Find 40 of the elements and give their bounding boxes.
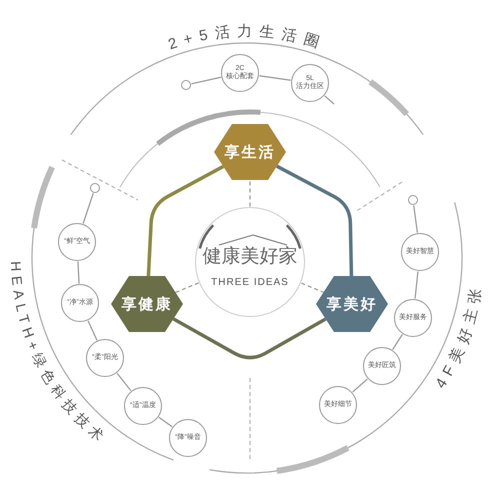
circle-node [221,54,259,92]
circle-node [86,339,124,377]
connector-line [88,320,98,340]
node-label: 享健康 [122,294,172,314]
connector-line [249,180,251,206]
center-title: 健康美好家 [202,244,298,268]
connector-line [172,317,326,360]
chain-end-circle [181,80,191,90]
connector-line [158,416,172,428]
connector-line [392,334,403,350]
connector-line [413,205,418,233]
connector-line [301,282,324,293]
connector-line [324,95,334,104]
circle-node [319,386,357,424]
connector-line [191,76,222,84]
circle-node [169,419,207,457]
circle-node [58,223,96,261]
chain-end-circle [408,195,418,205]
center-subtitle: THREE IDEAS [211,276,289,288]
arc-label: 4F美好主张 [432,282,486,392]
connector-line [116,372,132,392]
chain-end-circle [90,183,100,193]
circle-node [124,387,162,425]
node-label: 享生活 [224,142,276,162]
circle-node [401,233,439,271]
center-circle [195,207,305,317]
circle-node [61,284,99,322]
circle-node [394,299,432,337]
connector-line [259,75,291,81]
node-label: 享美好 [326,294,378,314]
connector-line [82,193,94,224]
connector-line [77,261,80,284]
connector-line [414,271,419,299]
connector-line [276,164,354,276]
connector-line [352,378,368,393]
connector-line [146,164,224,276]
arc-label: 2+5活力生活圈 [166,22,328,54]
connector-line [175,282,199,293]
circle-node [363,347,401,385]
circle-node [291,64,329,102]
